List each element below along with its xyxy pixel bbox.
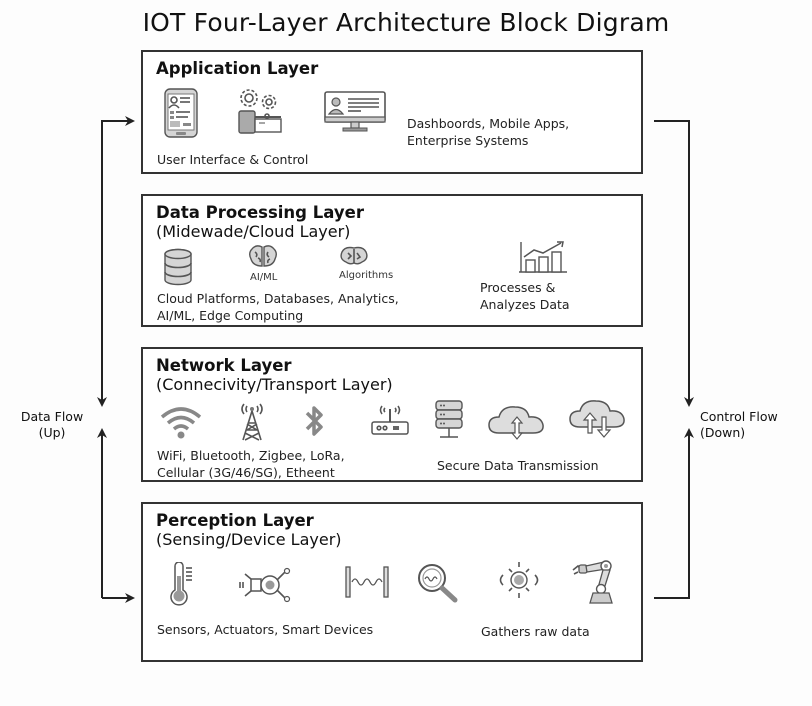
brain-ai-icon: [249, 245, 277, 267]
thermometer-icon: [170, 562, 192, 606]
light-sensor-icon: [499, 562, 539, 598]
ai-ml-icon-label: AI/ML: [250, 272, 278, 283]
data-processing-function-line2: Analyzes Data: [480, 297, 570, 312]
perception-layer-description: Sensors, Actuators, Smart Devices: [157, 622, 374, 637]
perception-layer-function: Gathers raw data: [481, 624, 590, 639]
network-layer-function: Secure Data Transmission: [437, 458, 599, 473]
application-layer-description: Dashboords, Mobile Apps, Enterprise Syst…: [407, 115, 569, 149]
perception-layer-box: Perception Layer (Sensing/Device Layer): [141, 502, 643, 662]
bar-chart-trend-icon: [519, 241, 567, 273]
algorithms-icon-label: Algorithms: [339, 270, 394, 281]
robot-arm-icon: [572, 560, 613, 604]
router-icon: [371, 405, 409, 435]
application-description-line2: Enterprise Systems: [407, 133, 529, 148]
network-layer-subtitle: (Connecivity/Transport Layer): [156, 375, 393, 394]
actuator-icon: [239, 567, 291, 603]
data-flow-label-line1: Data Flow: [20, 409, 84, 424]
control-flow-label-line1: Control Flow: [700, 409, 778, 424]
wifi-icon: [160, 407, 202, 439]
cell-tower-icon: [241, 403, 263, 441]
data-flow-arrow-bottom: [97, 428, 135, 603]
network-layer-title: Network Layer: [156, 356, 292, 375]
network-description-line1: WiFi, Bluetooth, Zigbee, LoRa,: [157, 448, 345, 463]
control-flow-label: Control Flow (Down): [700, 409, 778, 441]
data-flow-label: Data Flow (Up): [13, 409, 91, 441]
gears-control-icon: [238, 89, 282, 134]
perception-layer-subtitle: (Sensing/Device Layer): [156, 530, 342, 549]
network-layer-description: WiFi, Bluetooth, Zigbee, LoRa, Cellular …: [157, 447, 345, 481]
data-flow-label-line2: (Up): [38, 425, 66, 440]
monitor-dashboard-icon: [324, 91, 386, 132]
data-processing-layer-subtitle: (Midewade/Cloud Layer): [156, 222, 351, 241]
perception-layer-title: Perception Layer: [156, 511, 314, 530]
data-processing-layer-box: Data Processing Layer (Midewade/Cloud La…: [141, 194, 643, 327]
diagram-title: IOT Four-Layer Architecture Block Digram: [142, 8, 670, 37]
data-processing-layer-function: Processes & Analyzes Data: [480, 279, 570, 313]
data-processing-function-line1: Processes &: [480, 280, 556, 295]
data-flow-arrow-top: [97, 116, 135, 407]
mobile-app-icon: [164, 88, 198, 138]
application-layer-box: Application Layer Dashboords, Mobile App…: [141, 50, 643, 174]
application-description-line1: Dashboords, Mobile Apps,: [407, 116, 570, 131]
data-processing-layer-title: Data Processing Layer: [156, 203, 364, 222]
data-processing-layer-description: Cloud Platforms, Databases, Analytics, A…: [157, 290, 399, 324]
network-layer-box: Network Layer (Connecivity/Transport Lay…: [141, 347, 643, 482]
vibration-sensor-icon: [345, 566, 389, 598]
server-icon: [435, 400, 463, 438]
magnifier-icon: [418, 564, 458, 603]
application-layer-title: Application Layer: [156, 59, 319, 78]
brain-algorithm-icon: [340, 246, 368, 265]
data-processing-description-line2: AI/ML, Edge Computing: [157, 308, 304, 323]
control-flow-label-line2: (Down): [700, 425, 746, 440]
bluetooth-icon: [305, 406, 323, 436]
network-description-line2: Cellular (3G/46/SG), Etheent: [157, 465, 335, 480]
application-layer-footer: User Interface & Control: [157, 152, 309, 167]
cloud-upload-download-icon: [569, 400, 625, 438]
control-flow-arrow-bottom: [654, 428, 694, 599]
cloud-sync-icon: [488, 406, 544, 440]
database-icon: [164, 248, 192, 286]
control-flow-arrow-top: [654, 120, 694, 407]
data-processing-description-line1: Cloud Platforms, Databases, Analytics,: [157, 291, 399, 306]
